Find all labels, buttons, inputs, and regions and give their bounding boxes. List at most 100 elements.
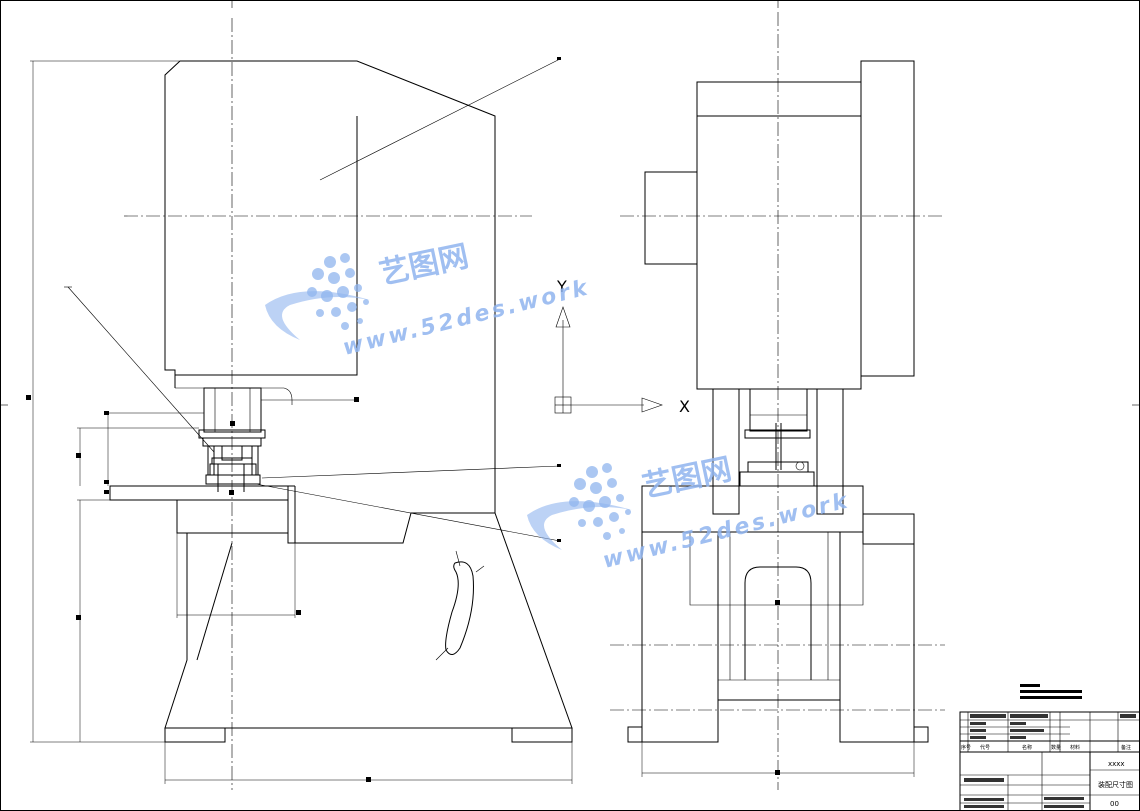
tb-header-remark: 备注 (1121, 744, 1131, 751)
die-centre-mark (229, 490, 234, 495)
tb-header-qty: 数量 (1051, 744, 1061, 751)
die-punch (221, 445, 243, 461)
leader-low (255, 483, 561, 542)
ram-side (749, 388, 808, 432)
motor-housing (860, 60, 915, 377)
watermark-swoosh-icon-2 (527, 501, 632, 550)
x-axis-label: X (679, 397, 690, 416)
tb-fill-4 (1010, 722, 1026, 725)
title-block: 序号 代号 名称 数量 材料 备注 xxxx 装配尺寸图 00 (959, 684, 1140, 811)
foot-left (164, 727, 226, 743)
coordinate-axes: Y X (554, 277, 690, 416)
tb-sign-fill-2 (964, 798, 1004, 801)
die-lower-plate (205, 474, 261, 485)
base-inner-leg (196, 542, 233, 661)
x-axis-arrow (641, 397, 663, 413)
dim-base-width-mark (366, 777, 371, 782)
tb-project-name: xxxx (1108, 760, 1125, 768)
side-window (744, 566, 812, 680)
dim-stroke-mark-3 (104, 490, 109, 494)
dim-shut-height-mark (76, 453, 81, 458)
notes-bar-2 (1020, 690, 1082, 693)
watermark-url: www.52des.work (340, 275, 592, 361)
tb-sign-fill-3 (964, 805, 1004, 808)
tb-header-code: 代号 (980, 744, 990, 751)
leader-low-mark (557, 539, 561, 542)
flywheel-slot (445, 561, 474, 655)
tb-header-material: 材料 (1070, 744, 1080, 751)
tb-fill-7 (970, 736, 986, 739)
notes-bar-1 (1020, 684, 1040, 687)
watermark-url-2: www.52des.work (600, 488, 852, 574)
dim-overall-height-mark (26, 395, 31, 400)
y-axis-label: Y (556, 277, 567, 296)
tb-drawing-title: 装配尺寸图 (1098, 780, 1133, 789)
leader-top (319, 58, 561, 181)
tb-sign-fill-4 (1044, 805, 1084, 808)
tb-fill-5 (970, 729, 986, 732)
frame-head-left (164, 60, 181, 388)
tb-fill-3 (970, 722, 986, 725)
side-die-plate (739, 471, 815, 487)
head-housing (696, 81, 862, 390)
dim-table-height-mark (76, 615, 81, 620)
side-bed-lower-right (839, 532, 915, 743)
side-die-upper (744, 429, 811, 439)
frame-throat-curve (283, 387, 293, 405)
side-view (610, 12, 945, 790)
watermark-globe-icon-2 (569, 463, 631, 540)
side-dim-base-mark (775, 770, 780, 775)
column-left (712, 388, 740, 515)
base-outline (164, 512, 573, 729)
foot-right (511, 727, 573, 743)
leader-left (67, 286, 215, 453)
leader-mid-mark (557, 464, 561, 467)
dim-stroke-mark-2 (104, 480, 109, 484)
tb-fill-1 (970, 714, 1006, 718)
tb-sign-fill-5 (1044, 797, 1084, 800)
tb-fill-8 (1010, 736, 1026, 739)
die-lower-holder (209, 463, 257, 476)
leader-ram-mark (354, 397, 359, 402)
frame-upper-body (180, 60, 496, 544)
tb-fill-2 (1010, 714, 1048, 718)
watermark-brand-2: 艺图网 (639, 452, 734, 505)
tb-fill-9 (1120, 714, 1136, 718)
bolster-plate (109, 485, 289, 501)
tb-header-no: 序号 (961, 744, 971, 751)
watermark-brand: 艺图网 (376, 239, 471, 292)
watermark-1: 艺图网 www.52des.work (265, 239, 592, 361)
tb-scale: 00 (1110, 800, 1119, 808)
side-dim-window-mark (775, 600, 780, 605)
leader-mid (261, 465, 561, 479)
die-top-mark (230, 421, 235, 426)
side-bed-lower-left (641, 532, 719, 743)
side-foot-right (913, 726, 929, 743)
slot-leader-1 (455, 550, 461, 567)
side-drive-box (644, 171, 698, 265)
frame-throat (175, 116, 358, 376)
side-die-boss (795, 461, 805, 471)
ram-block (203, 387, 262, 433)
tb-fill-6 (1010, 729, 1044, 732)
slot-leader-2 (435, 647, 449, 661)
worktable (176, 499, 289, 534)
leader-top-mark (557, 57, 561, 60)
notes-bar-3 (1020, 696, 1082, 699)
dim-stroke-mark-1 (104, 411, 109, 415)
watermark-swoosh-icon (265, 291, 370, 340)
y-axis-arrow (555, 306, 571, 328)
tb-header-name: 名称 (1022, 744, 1032, 751)
front-view (26, 18, 573, 790)
dim-table-depth-mark (296, 610, 301, 615)
side-bed-opening (717, 532, 841, 701)
slot-leader-3 (475, 565, 485, 573)
tb-sign-fill-1 (964, 778, 1004, 782)
side-bed-top (641, 485, 864, 533)
watermark-globe-icon (307, 253, 369, 330)
side-foot-left (627, 726, 643, 743)
side-frame-right (862, 513, 915, 545)
column-right (816, 388, 844, 515)
